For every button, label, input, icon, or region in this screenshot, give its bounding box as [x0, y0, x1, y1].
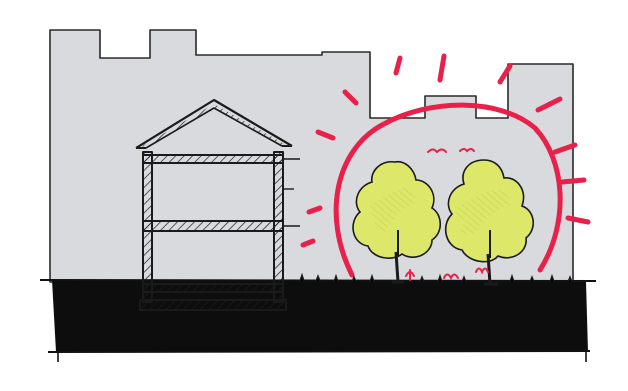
- base-line: [48, 351, 590, 352]
- ground-band: [52, 280, 588, 352]
